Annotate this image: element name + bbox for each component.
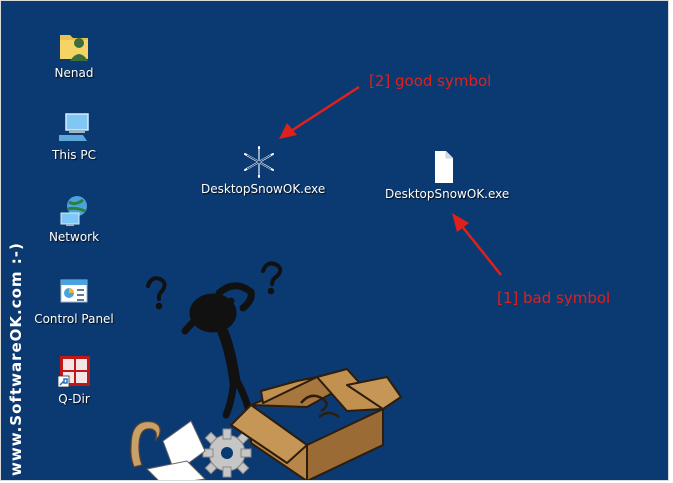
file-label: DesktopSnowOK.exe: [385, 187, 510, 201]
desktop-icon-label: Q-Dir: [58, 392, 90, 406]
arrow-good-icon: [279, 85, 360, 139]
desktop-icon-network[interactable]: Network: [26, 193, 122, 244]
snowflake-icon: [244, 146, 274, 178]
desktop-icon-label: Control Panel: [34, 312, 114, 326]
computer-icon: [59, 113, 89, 141]
desktop-icon-label: Network: [48, 230, 100, 244]
paper-sheets-icon: [145, 420, 207, 480]
annotation-good-symbol: [2] good symbol: [369, 72, 492, 90]
desktop-icon-label: Nenad: [54, 66, 94, 80]
blank-file-icon: [435, 151, 453, 183]
arrow-bad-icon: [452, 213, 502, 276]
cardboard-box-icon: [230, 368, 402, 480]
desktop-icon-this-pc[interactable]: This PC: [26, 111, 122, 162]
user-folder-icon: [60, 35, 88, 61]
q-dir-icon: [57, 356, 90, 388]
desktop-icon-label: This PC: [52, 148, 96, 162]
desktop-icon-q-dir[interactable]: Q-Dir: [26, 355, 122, 406]
desktop-icon-nenad[interactable]: Nenad: [26, 29, 122, 80]
cane-icon: [130, 420, 161, 468]
file-desktopsnowok-good[interactable]: DesktopSnowOK.exe: [201, 145, 326, 196]
control-panel-icon: [60, 279, 88, 303]
annotation-bad-symbol: [1] bad symbol: [497, 289, 611, 307]
network-icon: [60, 196, 87, 226]
file-label: DesktopSnowOK.exe: [201, 182, 326, 196]
file-desktopsnowok-bad[interactable]: DesktopSnowOK.exe: [385, 150, 510, 201]
watermark-text: www.SoftwareOK.com :-): [7, 242, 25, 476]
desktop-icon-control-panel[interactable]: Control Panel: [26, 275, 122, 326]
gear-icon: [202, 428, 252, 478]
confused-figure-icon: [181, 282, 255, 419]
question-marks-icon: [146, 261, 283, 310]
